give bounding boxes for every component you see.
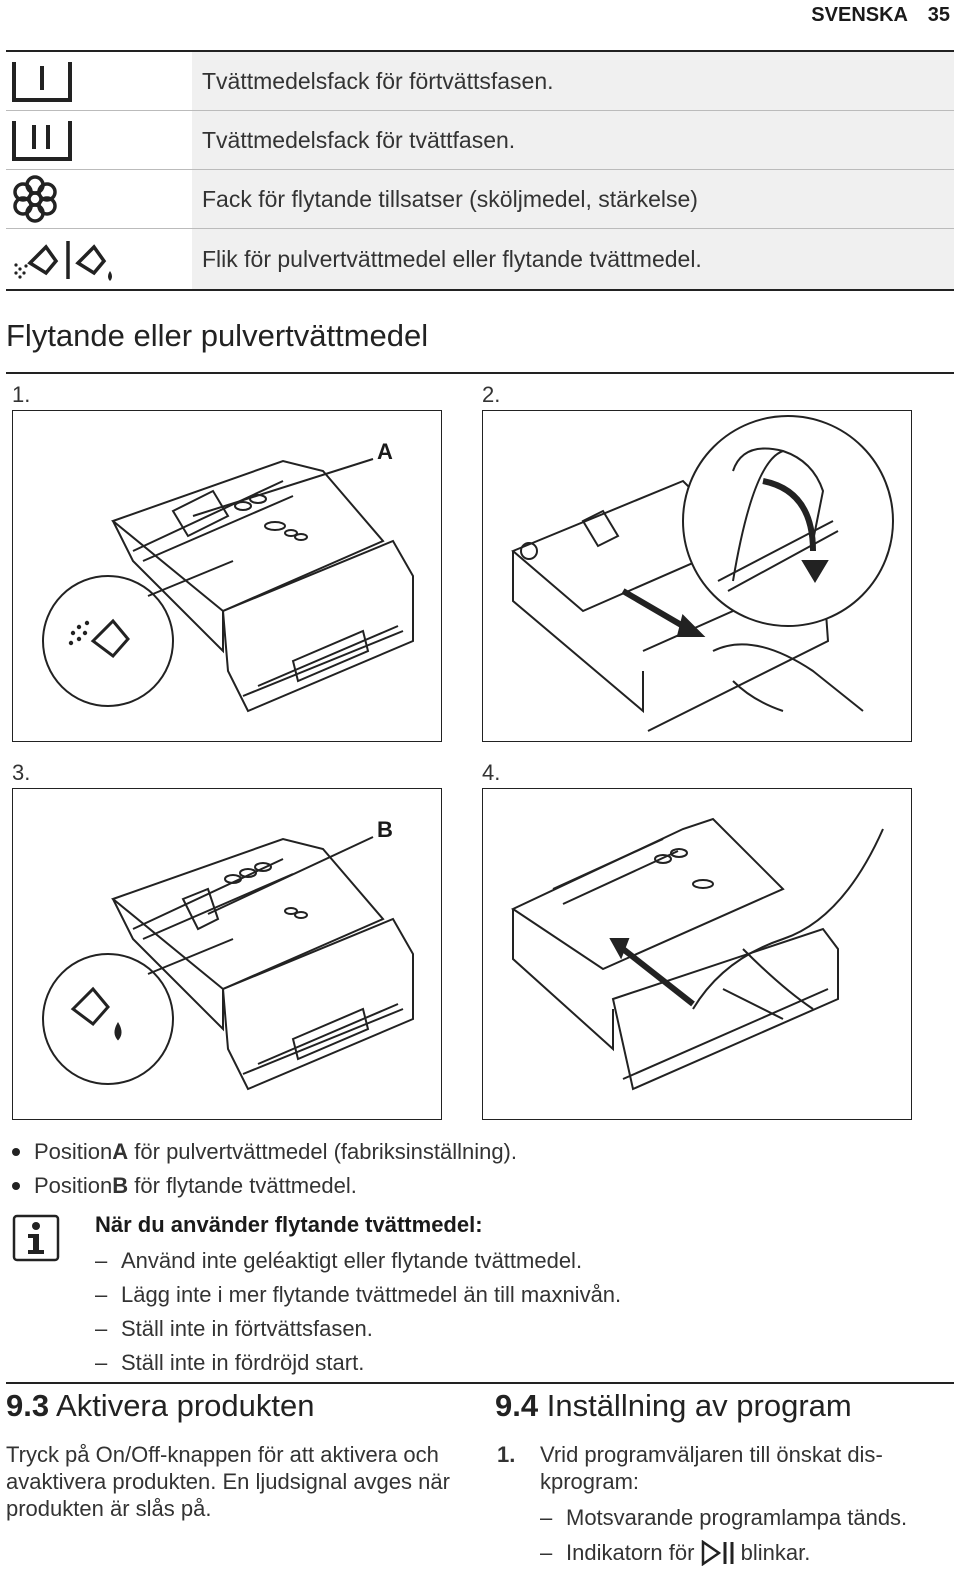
figure-label: 3. xyxy=(12,760,31,785)
symbol-text: Fack för flytande tillsatser (sköljmedel… xyxy=(192,170,954,228)
section-number: 9.3 xyxy=(6,1388,50,1423)
symbol-row: Tvättmedelsfack för tvättfasen. xyxy=(6,111,954,170)
section-number: 9.4 xyxy=(495,1388,539,1423)
step-sub-item: –Motsvarande programlampa tänds. xyxy=(540,1504,907,1531)
symbol-text: Tvättmedelsfack för tvättfasen. xyxy=(192,111,954,169)
info-icon xyxy=(12,1214,60,1267)
dash-marker: – xyxy=(540,1539,553,1565)
figure-4-illustration xyxy=(482,788,912,1120)
dash-marker: – xyxy=(95,1248,108,1273)
figure-3-illustration: B xyxy=(12,788,442,1120)
sub-item-text: Indikatorn för xyxy=(566,1539,701,1565)
step-sub-item: –Indikatorn för blinkar. xyxy=(540,1538,811,1567)
callout-b: B xyxy=(377,817,393,842)
figure-label: 1. xyxy=(12,382,31,407)
symbol-row: Fack för flytande tillsatser (sköljmedel… xyxy=(6,170,954,229)
figure-label: 2. xyxy=(482,382,501,407)
bullet-text: för flytande tvättmedel. xyxy=(128,1173,357,1198)
note-item: –Ställ inte in förtvättsfasen. xyxy=(95,1312,621,1346)
section-9-3-heading: 9.3 Aktivera produkten xyxy=(6,1388,315,1424)
figure-1-illustration: A xyxy=(12,410,442,742)
section-rule xyxy=(6,372,954,374)
dash-marker: – xyxy=(95,1282,108,1307)
bullet-item: Position A för pulvertvättmedel (fabriks… xyxy=(12,1135,517,1169)
section-title: Aktivera produkten xyxy=(49,1388,315,1423)
page-number: 35 xyxy=(927,4,950,26)
section-rule xyxy=(6,1382,954,1384)
powder-liquid-flap-icon xyxy=(6,229,192,289)
bullet-item: Position B för flytande tvättmedel. xyxy=(12,1169,517,1203)
figure-2-illustration xyxy=(482,410,912,742)
note-item: –Använd inte geléaktigt eller flytande t… xyxy=(95,1244,621,1278)
bullet-text: Position xyxy=(34,1173,113,1198)
bullet-text: för pulvertvättmedel (fabriksinställning… xyxy=(128,1139,517,1164)
symbol-row: Tvättmedelsfack för förtvättsfasen. xyxy=(6,52,954,111)
start-pause-icon xyxy=(701,1538,735,1567)
bullet-bold: A xyxy=(112,1139,129,1164)
note-item: –Lägg inte i mer flytande tvättmedel än … xyxy=(95,1278,621,1312)
symbol-row: Flik för pulvertvättmedel eller flytande… xyxy=(6,229,954,291)
section-heading: Flytande eller pulvertvättmedel xyxy=(6,318,429,353)
bullet-dot xyxy=(12,1182,20,1190)
bullet-dot xyxy=(12,1148,20,1156)
main-wash-compartment-icon xyxy=(6,111,192,169)
note-text: Ställ inte in fördröjd start. xyxy=(121,1350,365,1375)
note-text: Lägg inte i mer flytande tvättmedel än t… xyxy=(121,1282,622,1307)
note-item: –Ställ inte in fördröjd start. xyxy=(95,1346,621,1380)
section-9-4-heading: 9.4 Inställning av program xyxy=(495,1388,852,1424)
position-bullets: Position A för pulvertvättmedel (fabriks… xyxy=(12,1135,517,1203)
step-number: 1. xyxy=(497,1442,516,1467)
prewash-compartment-icon xyxy=(6,52,192,110)
figure-label: 4. xyxy=(482,760,501,785)
note-text: Använd inte geléaktigt eller flytande tv… xyxy=(121,1248,583,1273)
section-title: Inställning av program xyxy=(538,1388,852,1423)
note-text: Ställ inte in förtvättsfasen. xyxy=(121,1316,373,1341)
sub-item-text: blinkar. xyxy=(734,1539,811,1565)
bullet-text: Position xyxy=(34,1139,113,1164)
bullet-bold: B xyxy=(112,1173,129,1198)
step-text: Vrid programväljaren till önskat dis­kpr… xyxy=(540,1442,883,1494)
symbol-table: Tvättmedelsfack för förtvättsfasen. Tvät… xyxy=(6,52,954,291)
dash-marker: – xyxy=(540,1505,553,1530)
header-rule xyxy=(6,50,954,52)
section-9-3-text: Tryck på On/Off-knappen för att aktivera… xyxy=(6,1442,450,1521)
symbol-text: Flik för pulvertvättmedel eller flytande… xyxy=(192,229,954,289)
flower-additive-icon xyxy=(6,170,192,228)
language-label: SVENSKA xyxy=(811,4,908,26)
note-list: –Använd inte geléaktigt eller flytande t… xyxy=(95,1244,621,1380)
callout-a: A xyxy=(377,439,393,464)
symbol-text: Tvättmedelsfack för förtvättsfasen. xyxy=(192,52,954,110)
dash-marker: – xyxy=(95,1316,108,1341)
sub-item-text: Motsvarande programlampa tänds. xyxy=(566,1505,908,1530)
dash-marker: – xyxy=(95,1350,108,1375)
note-title: När du använder flytande tvättmedel: xyxy=(95,1212,483,1237)
